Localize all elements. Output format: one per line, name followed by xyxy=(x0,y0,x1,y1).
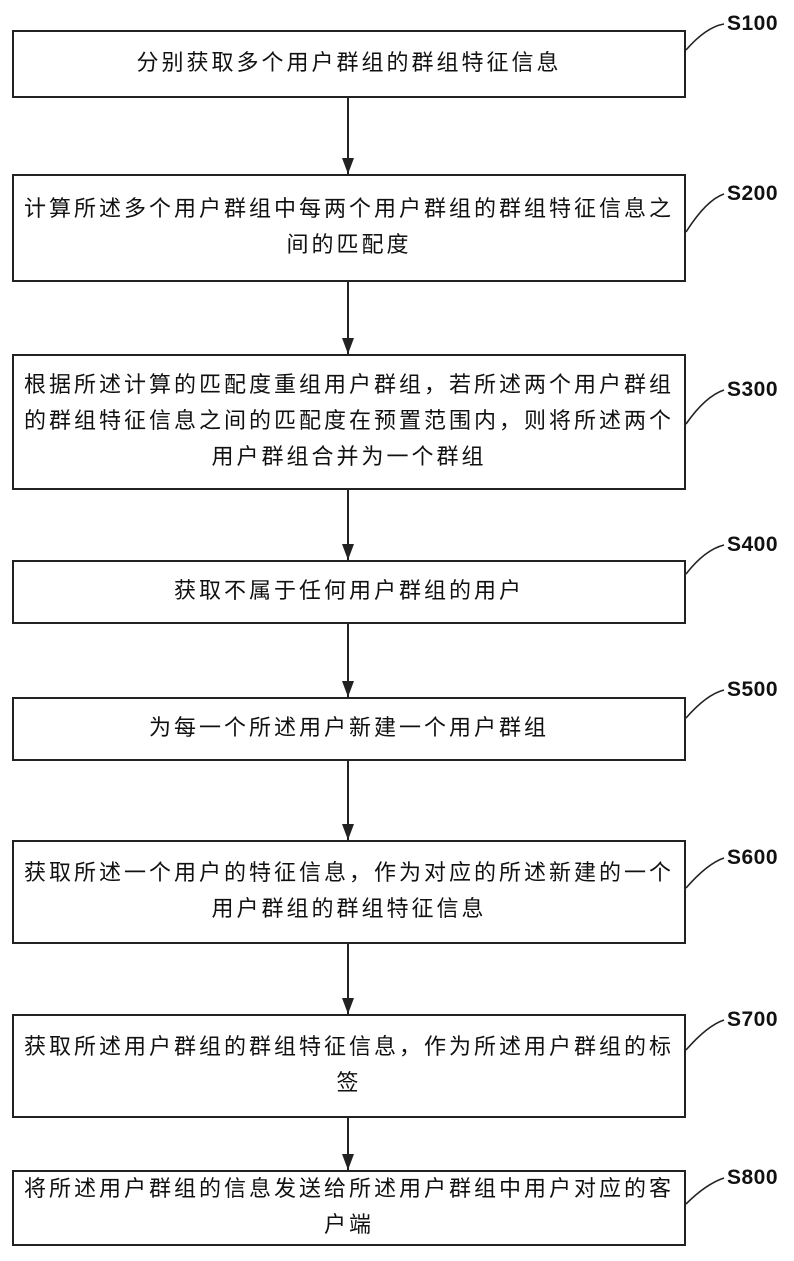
step-text-s500: 为每一个所述用户新建一个用户群组 xyxy=(143,711,555,747)
leader-s500 xyxy=(686,690,724,718)
step-box-s100: 分别获取多个用户群组的群组特征信息 xyxy=(12,30,686,98)
leader-s400 xyxy=(686,545,724,574)
arrowhead-s600-s700 xyxy=(342,998,354,1014)
step-text-s600: 获取所述一个用户的特征信息，作为对应的所述新建的一个用户群组的群组特征信息 xyxy=(14,856,684,928)
step-text-s800: 将所述用户群组的信息发送给所述用户群组中用户对应的客户端 xyxy=(14,1172,684,1244)
step-box-s800: 将所述用户群组的信息发送给所述用户群组中用户对应的客户端 xyxy=(12,1170,686,1246)
step-label-s400: S400 xyxy=(727,533,778,557)
step-box-s400: 获取不属于任何用户群组的用户 xyxy=(12,560,686,624)
leader-s200 xyxy=(686,194,724,232)
step-label-s300: S300 xyxy=(727,378,778,402)
step-text-s200: 计算所述多个用户群组中每两个用户群组的群组特征信息之间的匹配度 xyxy=(14,192,684,264)
arrowhead-s500-s600 xyxy=(342,824,354,840)
step-label-s100: S100 xyxy=(727,12,778,36)
step-box-s300: 根据所述计算的匹配度重组用户群组，若所述两个用户群组的群组特征信息之间的匹配度在… xyxy=(12,354,686,490)
step-label-s600: S600 xyxy=(727,846,778,870)
step-label-s500: S500 xyxy=(727,678,778,702)
leader-s700 xyxy=(686,1020,724,1050)
leader-s100 xyxy=(686,24,724,50)
arrowhead-s700-s800 xyxy=(342,1154,354,1170)
step-box-s500: 为每一个所述用户新建一个用户群组 xyxy=(12,697,686,761)
step-text-s100: 分别获取多个用户群组的群组特征信息 xyxy=(130,46,567,82)
step-label-s700: S700 xyxy=(727,1008,778,1032)
step-box-s700: 获取所述用户群组的群组特征信息，作为所述用户群组的标签 xyxy=(12,1014,686,1118)
step-text-s400: 获取不属于任何用户群组的用户 xyxy=(168,574,530,610)
step-text-s700: 获取所述用户群组的群组特征信息，作为所述用户群组的标签 xyxy=(14,1030,684,1102)
step-box-s200: 计算所述多个用户群组中每两个用户群组的群组特征信息之间的匹配度 xyxy=(12,174,686,282)
arrowhead-s400-s500 xyxy=(342,681,354,697)
arrowhead-s100-s200 xyxy=(342,158,354,174)
step-label-s800: S800 xyxy=(727,1166,778,1190)
step-text-s300: 根据所述计算的匹配度重组用户群组，若所述两个用户群组的群组特征信息之间的匹配度在… xyxy=(14,368,684,476)
step-box-s600: 获取所述一个用户的特征信息，作为对应的所述新建的一个用户群组的群组特征信息 xyxy=(12,840,686,944)
step-label-s200: S200 xyxy=(727,182,778,206)
leader-s800 xyxy=(686,1178,724,1204)
leader-s300 xyxy=(686,390,724,424)
arrowhead-s300-s400 xyxy=(342,544,354,560)
leader-s600 xyxy=(686,858,724,888)
arrowhead-s200-s300 xyxy=(342,338,354,354)
